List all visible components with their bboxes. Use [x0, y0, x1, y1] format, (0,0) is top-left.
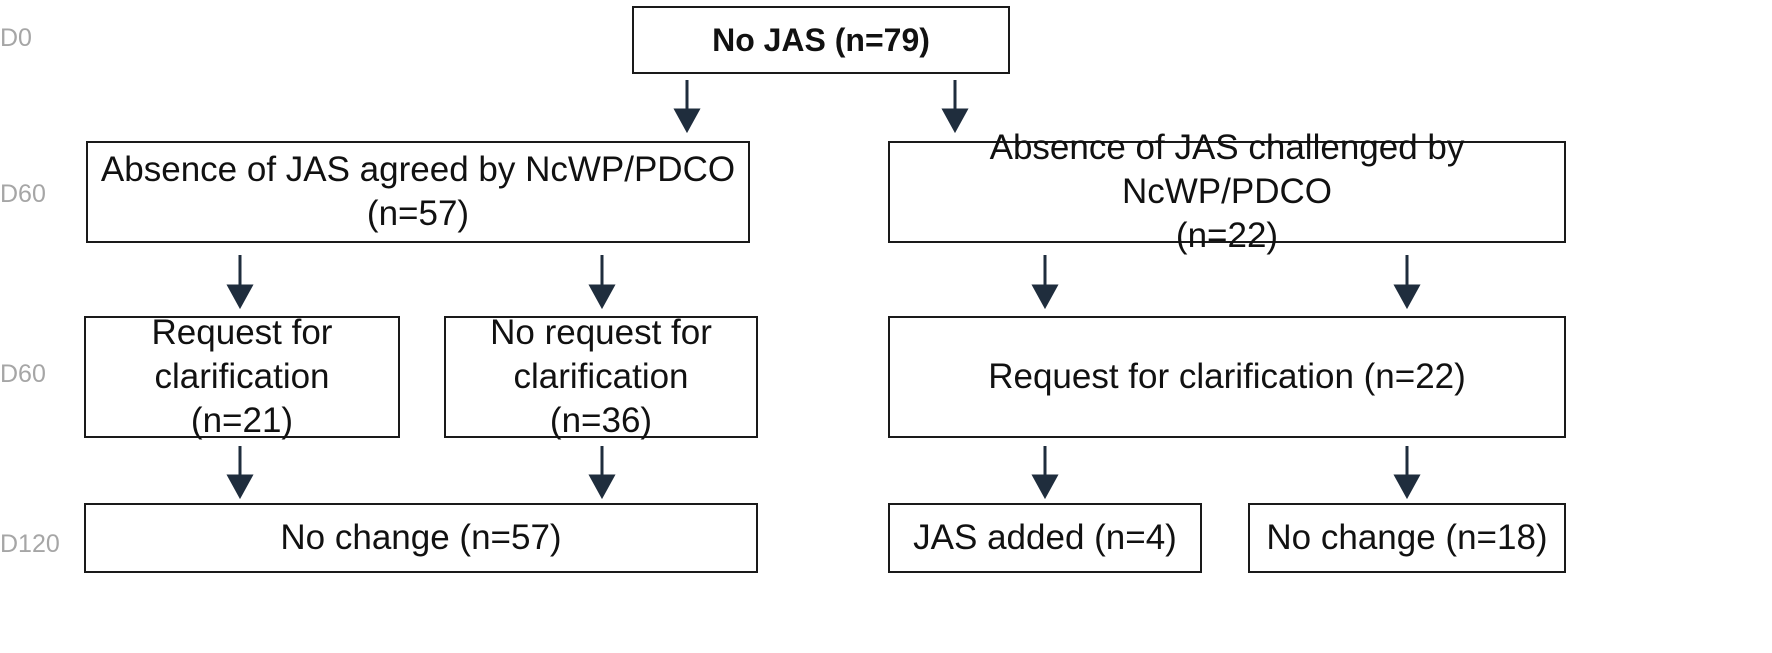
- node-text: No JAS (n=79): [712, 22, 930, 58]
- arrow-agreed-to-request: [226, 255, 254, 310]
- node-jas-added: JAS added (n=4): [888, 503, 1202, 573]
- day-label-d120: D120: [0, 530, 60, 558]
- node-text: clarification: [513, 357, 689, 396]
- node-text: (n=22): [1175, 216, 1279, 255]
- node-text: clarification: [154, 357, 330, 396]
- node-text: Request for: [151, 313, 333, 352]
- node-text: (n=57): [366, 194, 470, 233]
- node-text: JAS added (n=4): [913, 518, 1177, 557]
- arrow-challenged-to-request-right: [1393, 255, 1421, 310]
- node-absence-challenged: Absence of JAS challenged by NcWP/PDCO (…: [888, 128, 1566, 255]
- node-request-clarification-left: Request for clarification (n=21): [84, 313, 400, 440]
- node-text: (n=21): [190, 401, 294, 440]
- arrow-root-to-agreed: [673, 80, 701, 134]
- node-text: No request for: [490, 313, 712, 352]
- node-absence-agreed: Absence of JAS agreed by NcWP/PDCO (n=57…: [86, 141, 750, 243]
- node-text: Request for clarification (n=22): [988, 357, 1466, 396]
- node-request-clarification-right: Request for clarification (n=22): [888, 316, 1566, 438]
- node-no-change-right: No change (n=18): [1248, 503, 1566, 573]
- node-no-jas: No JAS (n=79): [632, 6, 1010, 74]
- node-text: Absence of JAS agreed by NcWP/PDCO: [100, 150, 736, 189]
- arrow-request-to-no-change: [226, 446, 254, 500]
- arrow-challenged-to-request-left: [1031, 255, 1059, 310]
- node-text: No change (n=18): [1266, 518, 1548, 557]
- day-label-d0: D0: [0, 24, 32, 52]
- day-label-d60-first: D60: [0, 180, 46, 208]
- node-no-request-clarification: No request for clarification (n=36): [444, 313, 758, 440]
- day-label-d60-second: D60: [0, 360, 46, 388]
- node-no-change-left: No change (n=57): [84, 503, 758, 573]
- arrow-root-to-challenged: [941, 80, 969, 134]
- arrow-request-to-jas-added: [1031, 446, 1059, 500]
- arrow-no-request-to-no-change: [588, 446, 616, 500]
- arrow-agreed-to-no-request: [588, 255, 616, 310]
- node-text: Absence of JAS challenged by NcWP/PDCO: [989, 128, 1465, 211]
- node-text: No change (n=57): [280, 518, 562, 557]
- arrow-request-to-no-change-right: [1393, 446, 1421, 500]
- node-text: (n=36): [549, 401, 653, 440]
